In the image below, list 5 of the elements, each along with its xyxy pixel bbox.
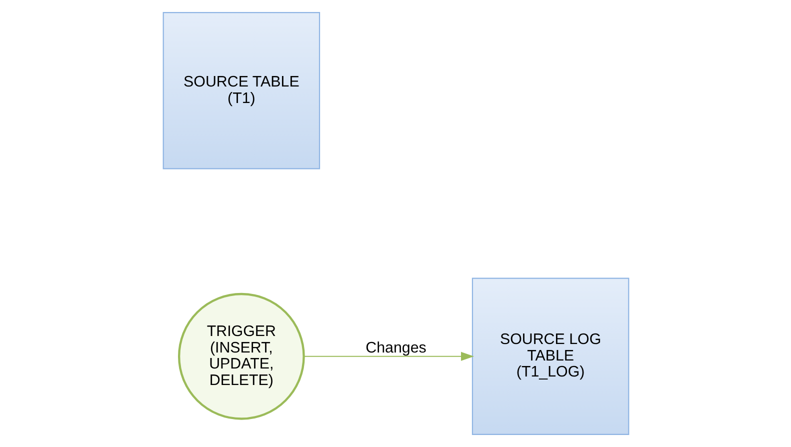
node-circle: TRIGGER (INSERT, UPDATE, DELETE): [177, 292, 304, 420]
node-box: SOURCE LOG TABLE (T1_LOG): [471, 278, 629, 436]
node-box: SOURCE TABLE (T1): [162, 12, 320, 170]
arrow: [303, 352, 474, 361]
edge-label: Changes: [365, 339, 426, 356]
